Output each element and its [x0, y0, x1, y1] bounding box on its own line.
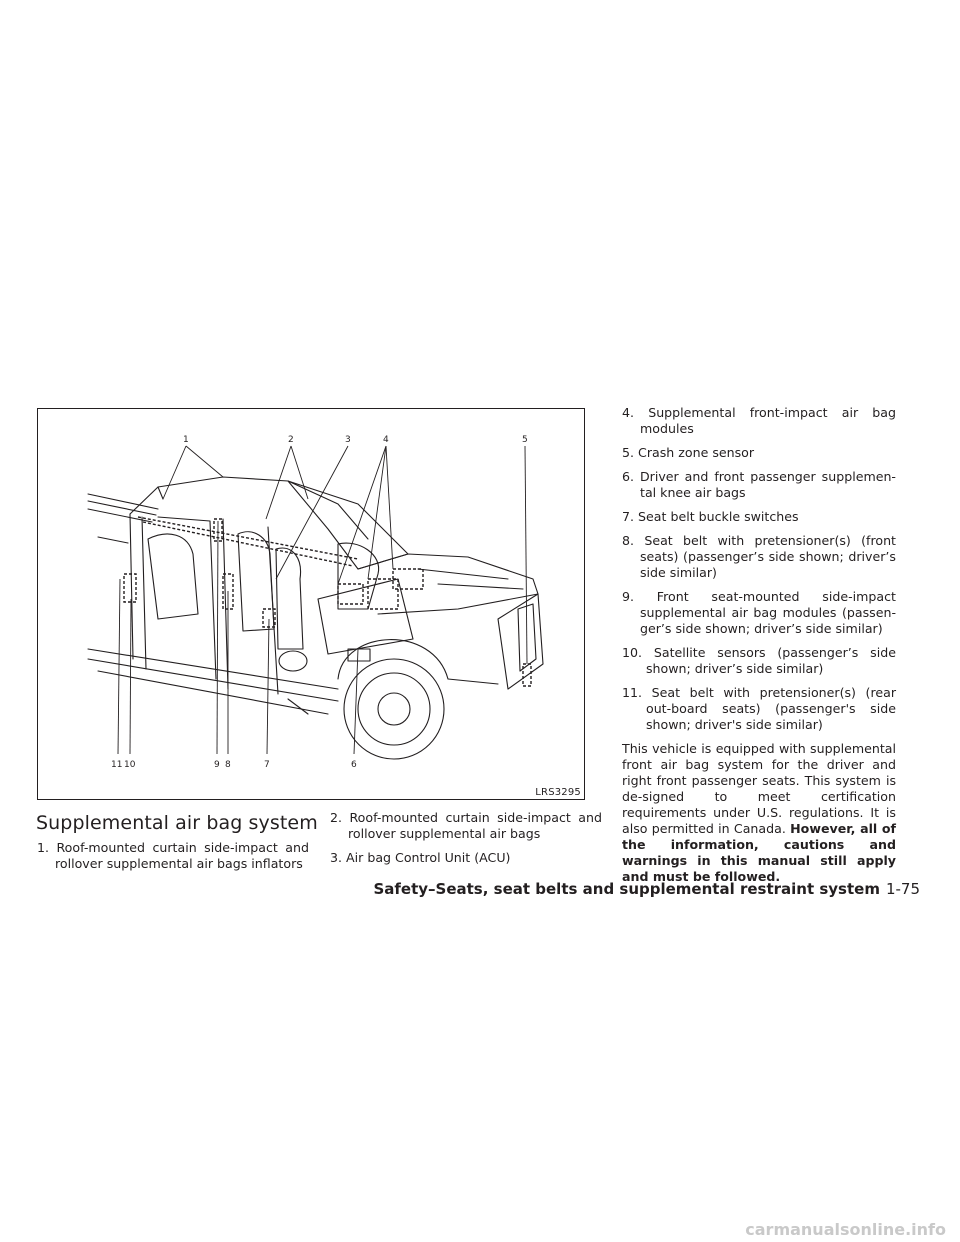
list-item-9: 9. Front seat-mounted side-impact supple… — [622, 589, 896, 636]
list-item-2: 2. Roof-mounted curtain side-impact and … — [330, 810, 602, 841]
callout-11: 11 — [111, 760, 122, 770]
callout-8: 8 — [225, 760, 231, 770]
footer-section-title: Safety–Seats, seat belts and supplementa… — [373, 880, 880, 898]
body-paragraph: This vehicle is equipped with supplement… — [622, 741, 897, 884]
list-item-7: 7. Seat belt buckle switches — [622, 509, 799, 524]
callout-10: 10 — [124, 760, 136, 770]
list-item-1: 1. Roof-mounted curtain side-impact and … — [37, 840, 309, 871]
page-footer: Safety–Seats, seat belts and supplementa… — [373, 880, 920, 898]
list-item-6: 6. Driver and front passenger supplemen-… — [622, 469, 896, 500]
callout-3: 3 — [345, 435, 351, 445]
list-item-3: 3. Air bag Control Unit (ACU) — [330, 850, 511, 865]
truck-cutaway-illustration: 1 2 3 4 5 11 10 9 8 7 6 — [87, 435, 544, 770]
callout-2: 2 — [288, 435, 294, 445]
callout-5: 5 — [522, 435, 528, 445]
list-item-5: 5. Crash zone sensor — [622, 445, 755, 460]
column-right: 4. Supplemental front-impact air bag mod… — [622, 405, 896, 885]
figure-id: LRS3295 — [533, 787, 583, 798]
callout-9: 9 — [214, 760, 220, 770]
list-item-10: 10. Satellite sensors (passenger’s side … — [622, 645, 896, 676]
callout-4: 4 — [383, 435, 389, 445]
list-item-11: 11. Seat belt with pretensioner(s) (rear… — [622, 685, 896, 732]
list-item-4: 4. Supplemental front-impact air bag mod… — [622, 405, 896, 436]
bold-notice: However, all of the information, caution… — [622, 821, 897, 884]
page-number: 1-75 — [885, 880, 920, 898]
callout-1: 1 — [183, 435, 189, 445]
section-title: Supplemental air bag system — [36, 812, 318, 834]
callout-6: 6 — [351, 760, 357, 770]
list-item-8: 8. Seat belt with pretensioner(s) (front… — [622, 533, 896, 580]
watermark: carmanualsonline.info — [745, 1220, 946, 1239]
column-left: 1. Roof-mounted curtain side-impact and … — [37, 840, 309, 880]
column-middle: 2. Roof-mounted curtain side-impact and … — [330, 810, 602, 874]
callout-7: 7 — [264, 760, 270, 770]
airbag-diagram: 1 2 3 4 5 11 10 9 8 7 6 LRS3295 — [37, 408, 585, 800]
